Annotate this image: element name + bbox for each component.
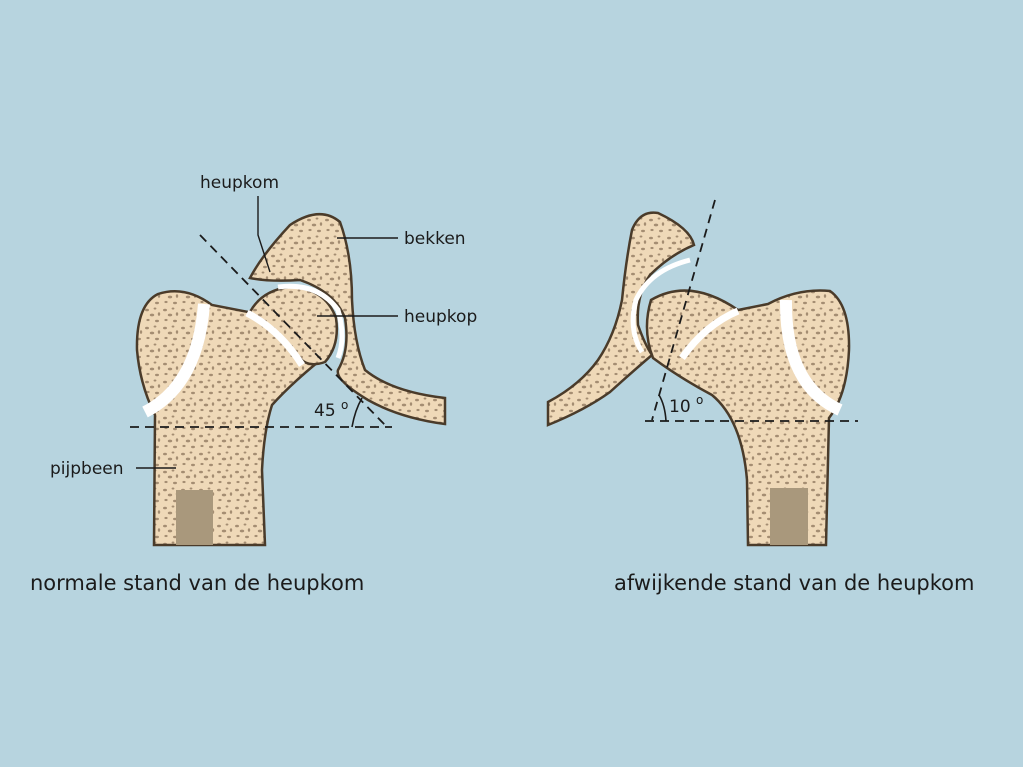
angle-arc-left: [351, 397, 363, 428]
caption-abnormal: afwijkende stand van de heupkom: [614, 571, 974, 595]
growth-plate-trochanter-right: [779, 299, 843, 416]
angle-value-abnormal: 10: [669, 397, 691, 417]
marrow-left: [176, 490, 213, 545]
growth-plate-head-left: [245, 309, 305, 367]
pelvis-left: [248, 213, 447, 426]
cartilage-joint-left: [277, 283, 345, 359]
label-heupkop: heupkop: [404, 307, 477, 327]
angle-unit-normal: o: [341, 398, 348, 412]
label-pijpbeen: pijpbeen: [50, 459, 124, 479]
growth-plate-trochanter-left: [142, 303, 210, 418]
caption-normal: normale stand van de heupkom: [30, 571, 364, 595]
label-bekken: bekken: [404, 229, 466, 249]
angle-value-normal: 45: [314, 401, 336, 421]
normal-hip: heupkom bekken heupkop pijpbeen 45 o: [50, 173, 477, 547]
femur-right: [645, 289, 851, 547]
growth-plate-head-right: [679, 307, 740, 361]
label-heupkom: heupkom: [200, 173, 279, 193]
cartilage-joint-right: [630, 257, 691, 354]
angle-unit-abnormal: o: [696, 393, 703, 407]
leader-heupkom: [257, 196, 271, 273]
angle-arc-right: [658, 394, 667, 422]
abnormal-hip: 10 o: [546, 199, 858, 547]
marrow-right: [770, 488, 808, 545]
acetabular-line-right: [651, 199, 716, 421]
pelvis-right: [546, 211, 696, 427]
